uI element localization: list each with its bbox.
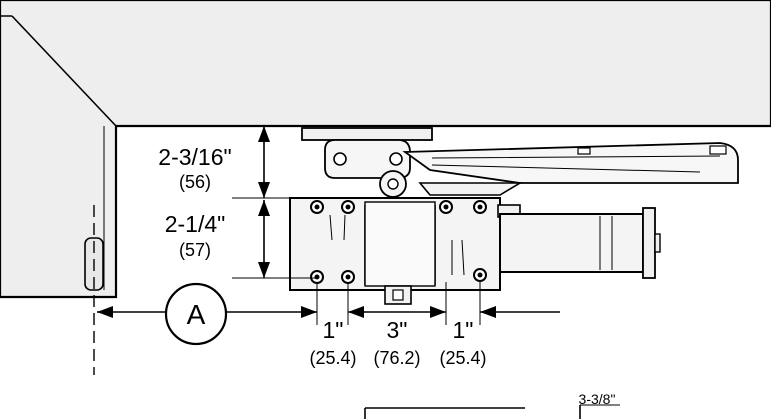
screw-icon <box>341 270 355 284</box>
screw-icon <box>310 200 324 214</box>
closer-cylinder <box>497 204 661 279</box>
extension-lines <box>316 282 481 325</box>
dim-lower-metric: (57) <box>179 240 211 260</box>
dim-left-imperial: 1" <box>323 317 344 343</box>
dim-mid-imperial: 3" <box>387 317 408 343</box>
screw-icon <box>310 270 324 284</box>
dim-mid-metric: (76.2) <box>373 348 420 368</box>
dim-bottom-imperial: 3-3/8" <box>579 391 616 407</box>
arm-bracket <box>301 127 433 179</box>
frame-inner-edge <box>103 125 771 290</box>
dimension-top-height <box>232 126 290 199</box>
dimension-spacing-arrows <box>348 306 560 318</box>
closer-body <box>289 197 501 305</box>
dim-right-imperial: 1" <box>453 317 474 343</box>
mounting-screws <box>310 200 487 284</box>
screw-icon <box>473 268 487 282</box>
frame-bevel-lines <box>0 15 117 127</box>
dim-lower-imperial: 2-1/4" <box>165 211 226 237</box>
dim-left-metric: (25.4) <box>309 348 356 368</box>
screw-icon <box>341 200 355 214</box>
callout-a-label: A <box>187 299 206 330</box>
dim-right-metric: (25.4) <box>439 348 486 368</box>
screw-icon <box>439 200 453 214</box>
closer-arm <box>379 142 739 198</box>
dim-top-metric: (56) <box>179 172 211 192</box>
hinge-pin <box>84 205 104 375</box>
bottom-detail-partial <box>364 404 620 419</box>
dimension-lower-height <box>232 200 318 279</box>
dim-top-imperial: 2-3/16" <box>158 144 231 170</box>
dimension-a <box>97 282 317 346</box>
screw-icon <box>473 200 487 214</box>
